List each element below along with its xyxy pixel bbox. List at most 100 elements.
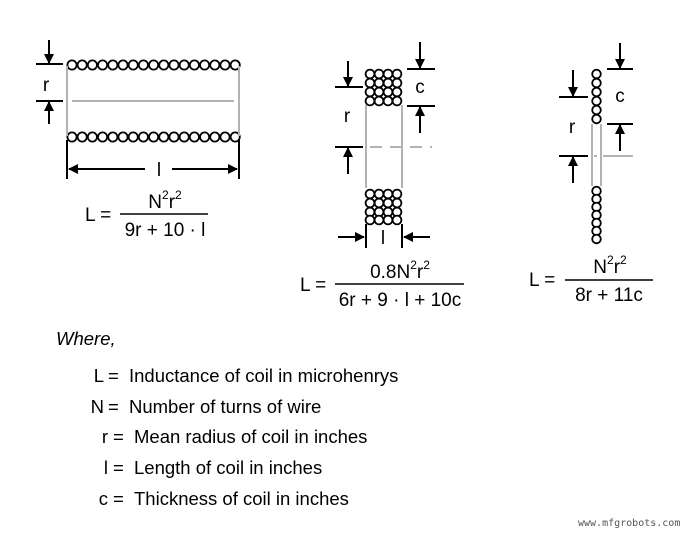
legend-equals: = xyxy=(113,457,124,478)
wire-turn xyxy=(591,86,602,98)
wire-turn xyxy=(76,59,88,71)
wire-turn xyxy=(373,86,385,98)
wire-turn xyxy=(229,59,241,71)
wire-turn xyxy=(391,77,403,89)
wire-turn xyxy=(382,86,394,98)
multilayer-windings xyxy=(364,68,403,226)
formula-denominator: 6r + 9 · l + 10c xyxy=(339,290,462,311)
wire-turn xyxy=(188,131,200,143)
spiral-formula: L = N2r2 8r + 11c xyxy=(529,253,653,306)
wire-turn xyxy=(219,59,231,71)
wire-turn xyxy=(148,59,160,71)
wire-turn xyxy=(107,131,119,143)
solenoid-windings xyxy=(66,59,241,143)
multilayer-formula: L = 0.8N2r2 6r + 9 · l + 10c xyxy=(300,258,464,311)
legend-symbol: r xyxy=(102,426,108,447)
legend-text: Thickness of coil in inches xyxy=(134,488,349,509)
wire-turn xyxy=(178,131,190,143)
wire-turn xyxy=(127,131,139,143)
formula-denominator: 9r + 10 · l xyxy=(125,220,206,241)
wire-turn xyxy=(364,197,376,209)
wire-turn xyxy=(391,188,403,200)
legend-item: N = Number of turns of wire xyxy=(91,396,322,417)
wire-turn xyxy=(364,77,376,89)
wire-turn xyxy=(158,131,170,143)
legend-symbol: N xyxy=(91,396,104,417)
wire-turn xyxy=(373,188,385,200)
wire-turn xyxy=(127,59,139,71)
wire-turn xyxy=(107,59,119,71)
wire-turn xyxy=(76,131,88,143)
wire-turn xyxy=(199,131,211,143)
wire-turn xyxy=(382,68,394,80)
thickness-label: c xyxy=(415,77,425,98)
legend-equals: = xyxy=(108,396,119,417)
spiral-windings xyxy=(591,68,602,245)
wire-turn xyxy=(373,68,385,80)
wire-turn xyxy=(168,131,180,143)
wire-turn xyxy=(382,197,394,209)
formula-numerator: N2r2 xyxy=(148,188,182,213)
wire-turn xyxy=(364,95,376,107)
wire-turn xyxy=(364,68,376,80)
wire-turn xyxy=(117,59,129,71)
wire-turn xyxy=(391,95,403,107)
wire-turn xyxy=(391,68,403,80)
legend-symbol: l xyxy=(104,457,108,478)
wire-turn xyxy=(591,104,602,116)
wire-turn xyxy=(382,188,394,200)
wire-turn xyxy=(209,59,221,71)
watermark: www.mfgrobots.com xyxy=(578,518,680,529)
formula-denominator: 8r + 11c xyxy=(575,285,643,306)
legend-text: Number of turns of wire xyxy=(129,396,321,417)
wire-turn xyxy=(364,214,376,226)
legend-text: Length of coil in inches xyxy=(134,457,322,478)
formula-lhs: L = xyxy=(529,270,555,291)
legend-symbol: L xyxy=(94,365,104,386)
wire-turn xyxy=(117,131,129,143)
wire-turn xyxy=(137,131,149,143)
wire-turn xyxy=(364,188,376,200)
radius-label: r xyxy=(344,106,351,127)
wire-turn xyxy=(168,59,180,71)
legend-heading: Where, xyxy=(56,328,116,349)
variable-legend: Where, L = Inductance of coil in microhe… xyxy=(56,328,398,509)
formula-lhs: L = xyxy=(85,205,111,226)
formula-numerator: N2r2 xyxy=(593,253,627,278)
wire-turn xyxy=(199,59,211,71)
radius-label: r xyxy=(569,117,576,138)
wire-turn xyxy=(373,197,385,209)
thickness-label: c xyxy=(615,86,625,107)
wire-turn xyxy=(86,131,98,143)
length-label: l xyxy=(381,228,385,249)
legend-text: Mean radius of coil in inches xyxy=(134,426,367,447)
wire-turn xyxy=(382,77,394,89)
solenoid-diagram: r l L = N2r2 9r + 10 · l xyxy=(36,40,241,241)
wire-turn xyxy=(97,59,109,71)
wire-turn xyxy=(209,131,221,143)
wire-turn xyxy=(188,59,200,71)
wire-turn xyxy=(591,77,602,89)
legend-item: l = Length of coil in inches xyxy=(104,457,322,478)
wire-turn xyxy=(219,131,231,143)
wire-turn xyxy=(373,95,385,107)
wire-turn xyxy=(66,59,78,71)
legend-symbol: c xyxy=(99,488,108,509)
wire-turn xyxy=(137,59,149,71)
wire-turn xyxy=(382,95,394,107)
wire-turn xyxy=(591,95,602,107)
wire-turn xyxy=(97,131,109,143)
wire-turn xyxy=(148,131,160,143)
multilayer-coil-diagram: r c l L = 0.8N2r2 6r + 9 · l + 10c xyxy=(300,42,464,311)
wire-turn xyxy=(364,86,376,98)
wire-turn xyxy=(373,77,385,89)
wire-turn xyxy=(591,113,602,125)
spiral-coil-diagram: r c L = N2r2 8r + 11c xyxy=(529,43,653,306)
legend-equals: = xyxy=(113,488,124,509)
wire-turn xyxy=(382,214,394,226)
formula-numerator: 0.8N2r2 xyxy=(370,258,430,283)
solenoid-formula: L = N2r2 9r + 10 · l xyxy=(85,188,208,241)
legend-equals: = xyxy=(113,426,124,447)
wire-turn xyxy=(158,59,170,71)
wire-turn xyxy=(391,86,403,98)
